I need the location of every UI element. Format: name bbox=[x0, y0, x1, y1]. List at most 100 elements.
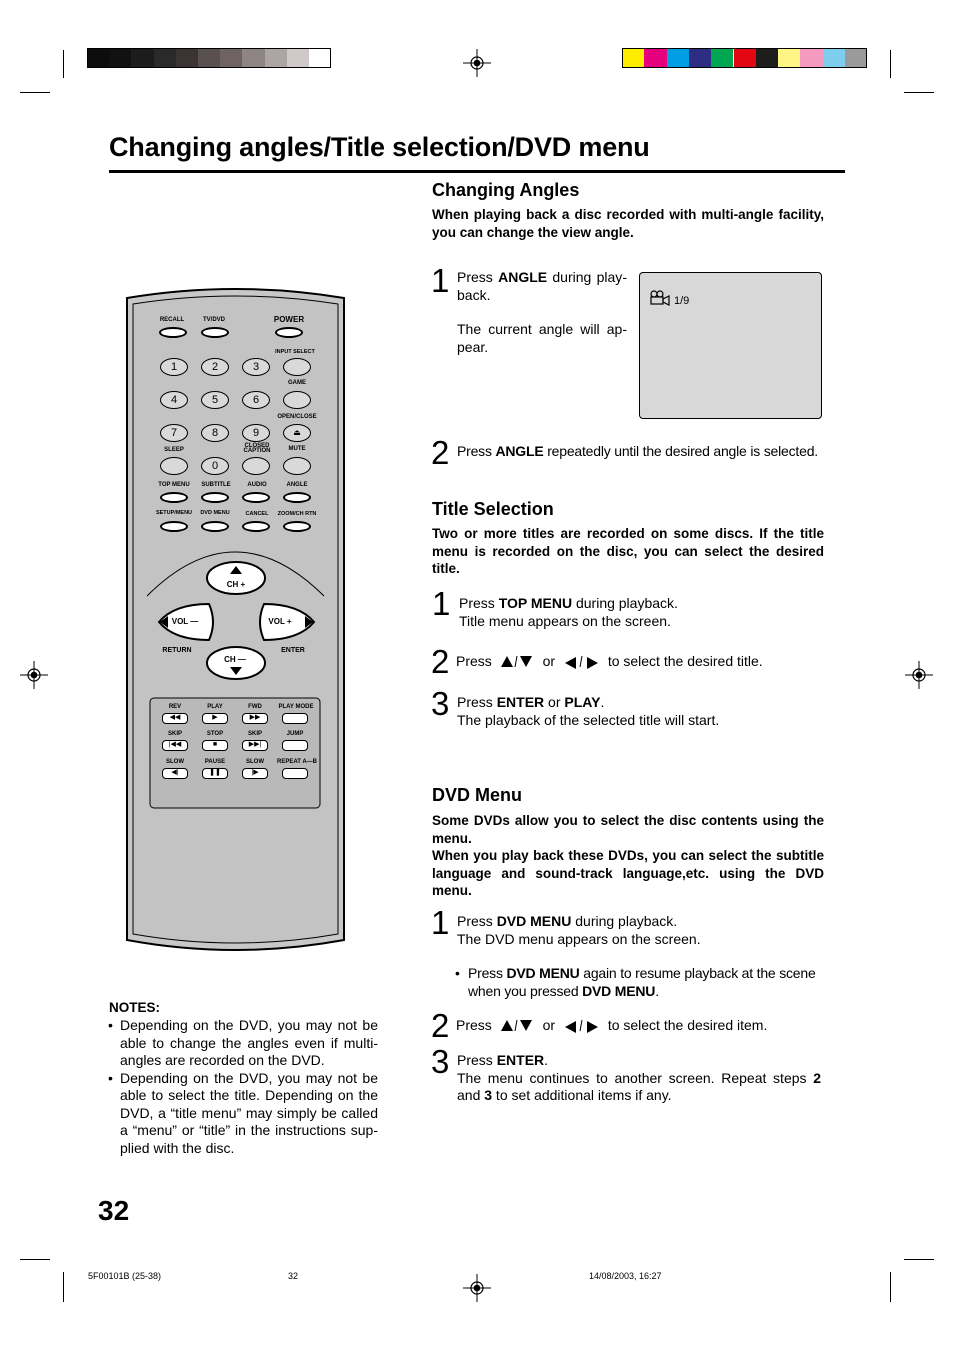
registration-mark-icon bbox=[463, 1274, 491, 1302]
step-text: Press bbox=[457, 1052, 497, 1068]
dvd-menu-intro-2: When you play back these DVDs, you can s… bbox=[432, 848, 824, 898]
power-button bbox=[275, 327, 303, 338]
step-number: 3 bbox=[431, 685, 450, 722]
pause-icon: ❚❚ bbox=[202, 768, 228, 779]
step-text: The DVD menu appears on the screen. bbox=[457, 930, 701, 947]
remote-label-open-close: OPEN/CLOSE bbox=[277, 414, 317, 420]
mute-button bbox=[283, 457, 311, 475]
step-number: 2 bbox=[431, 434, 450, 471]
sleep-button bbox=[160, 457, 188, 475]
color-swatch bbox=[309, 48, 332, 68]
remote-label-rev: REV bbox=[168, 704, 182, 710]
step-text: Press bbox=[457, 694, 497, 710]
slow-back-icon: ◀| bbox=[162, 768, 188, 779]
remote-label-angle: ANGLE bbox=[286, 482, 308, 488]
section-heading-title-selection: Title Selection bbox=[432, 499, 554, 519]
remote-label-power: POWER bbox=[273, 315, 305, 324]
step-text: The playback of the selected title will … bbox=[457, 711, 720, 728]
step-key: ANGLE bbox=[498, 269, 548, 285]
number-button: 2 bbox=[201, 358, 229, 376]
note-text: Depending on the DVD, you may not be abl… bbox=[120, 1069, 378, 1156]
color-swatch bbox=[822, 48, 845, 68]
remote-label-enter: ENTER bbox=[281, 647, 305, 654]
navigation-pad-icon bbox=[157, 561, 316, 680]
footer-page: 32 bbox=[288, 1271, 299, 1281]
color-swatch bbox=[109, 48, 132, 68]
notes-list: • Depending on the DVD, you may not be a… bbox=[108, 1017, 378, 1157]
color-swatch bbox=[87, 48, 110, 68]
dvd-menu-button bbox=[201, 521, 229, 532]
step-text: Press bbox=[457, 913, 497, 929]
number-button: 5 bbox=[201, 391, 229, 409]
remote-label-skip-forward: SKIP bbox=[247, 731, 262, 737]
color-swatch bbox=[264, 48, 287, 68]
remote-label-top-menu: TOP MENU bbox=[158, 482, 190, 488]
step-text: Press bbox=[456, 653, 492, 669]
step-text: Press bbox=[468, 965, 507, 981]
color-swatch bbox=[688, 48, 712, 68]
bullet-icon: • bbox=[108, 1017, 113, 1033]
step-text: . bbox=[600, 694, 605, 710]
step-key: PLAY bbox=[564, 694, 601, 710]
color-swatch bbox=[800, 48, 823, 68]
title-rule bbox=[109, 170, 845, 173]
step-number: 1 bbox=[432, 585, 451, 622]
color-swatch bbox=[733, 48, 756, 68]
top-menu-button bbox=[160, 492, 188, 503]
remote-label-ch-minus: CH — bbox=[224, 655, 246, 664]
left-right-arrows-icon bbox=[564, 655, 598, 669]
cancel-button bbox=[242, 521, 270, 532]
subtitle-button bbox=[201, 492, 229, 503]
step-text: or bbox=[542, 653, 556, 669]
step-text: to set additional items if any. bbox=[492, 1087, 672, 1103]
skip-forward-icon: ▶▶| bbox=[242, 740, 268, 751]
color-swatch bbox=[845, 48, 868, 68]
remote-label-return: RETURN bbox=[162, 647, 192, 654]
remote-label-audio: AUDIO bbox=[247, 482, 267, 488]
remote-label-slow-forward: SLOW bbox=[246, 759, 264, 765]
color-swatch bbox=[198, 48, 221, 68]
color-swatch bbox=[131, 48, 154, 68]
color-swatch bbox=[755, 48, 779, 68]
remote-label-skip-back: SKIP bbox=[167, 731, 182, 737]
remote-label-vol-minus: VOL — bbox=[171, 617, 199, 626]
step-key: 2 bbox=[813, 1069, 821, 1086]
step-text: again to resume playback at the scene wh… bbox=[468, 965, 816, 999]
audio-button bbox=[242, 492, 270, 503]
title-selection-step1: Press TOP MENU during playback. Title me… bbox=[459, 595, 819, 630]
eject-icon: ⏏ bbox=[283, 424, 311, 442]
step-text: The menu continues to another screen. Re… bbox=[457, 1069, 814, 1086]
dvd-menu-step2: Press or to select the desired item. bbox=[456, 1017, 836, 1035]
dvd-menu-step3: Press ENTER. The menu continues to anoth… bbox=[457, 1052, 821, 1105]
footer-date: 14/08/2003, 16:27 bbox=[589, 1271, 662, 1281]
number-button: 3 bbox=[242, 358, 270, 376]
closed-caption-button bbox=[242, 457, 270, 475]
step-key: DVD MENU bbox=[506, 965, 580, 981]
input-select-button bbox=[283, 358, 311, 376]
remote-label-setup-menu: SETUP/MENU bbox=[155, 510, 193, 516]
left-right-arrows-icon bbox=[564, 1019, 598, 1033]
dvd-menu-bullet: • Press DVD MENU again to resume playbac… bbox=[455, 965, 825, 1000]
step-text: or bbox=[544, 694, 565, 710]
registration-mark-icon bbox=[463, 49, 491, 77]
number-button: 6 bbox=[242, 391, 270, 409]
color-swatch bbox=[175, 48, 198, 68]
footer-code: 5F00101B (25-38) bbox=[88, 1271, 162, 1281]
swatch-frame bbox=[87, 48, 332, 68]
number-button: 7 bbox=[160, 424, 188, 442]
remote-label-pause: PAUSE bbox=[204, 759, 226, 765]
remote-label-ch-plus: CH + bbox=[226, 580, 246, 589]
registration-mark-icon bbox=[20, 661, 48, 689]
step-text: Press bbox=[457, 443, 496, 459]
play-icon: ▶ bbox=[202, 713, 228, 724]
remote-control-illustration: RECALL TV/DVD POWER INPUT SELECT 1 2 3 G… bbox=[124, 288, 347, 956]
step-text: during play­back. bbox=[457, 269, 627, 303]
remote-label-input-select: INPUT SELECT bbox=[275, 349, 315, 355]
step-text: . bbox=[544, 1052, 549, 1068]
remote-label-play: PLAY bbox=[207, 704, 223, 710]
step-text: to select the desired item. bbox=[607, 1017, 768, 1033]
title-selection-step3: Press ENTER or PLAY. The playback of the… bbox=[457, 694, 817, 729]
step-number: 2 bbox=[431, 643, 450, 680]
step-key: DVD MENU bbox=[496, 913, 572, 929]
